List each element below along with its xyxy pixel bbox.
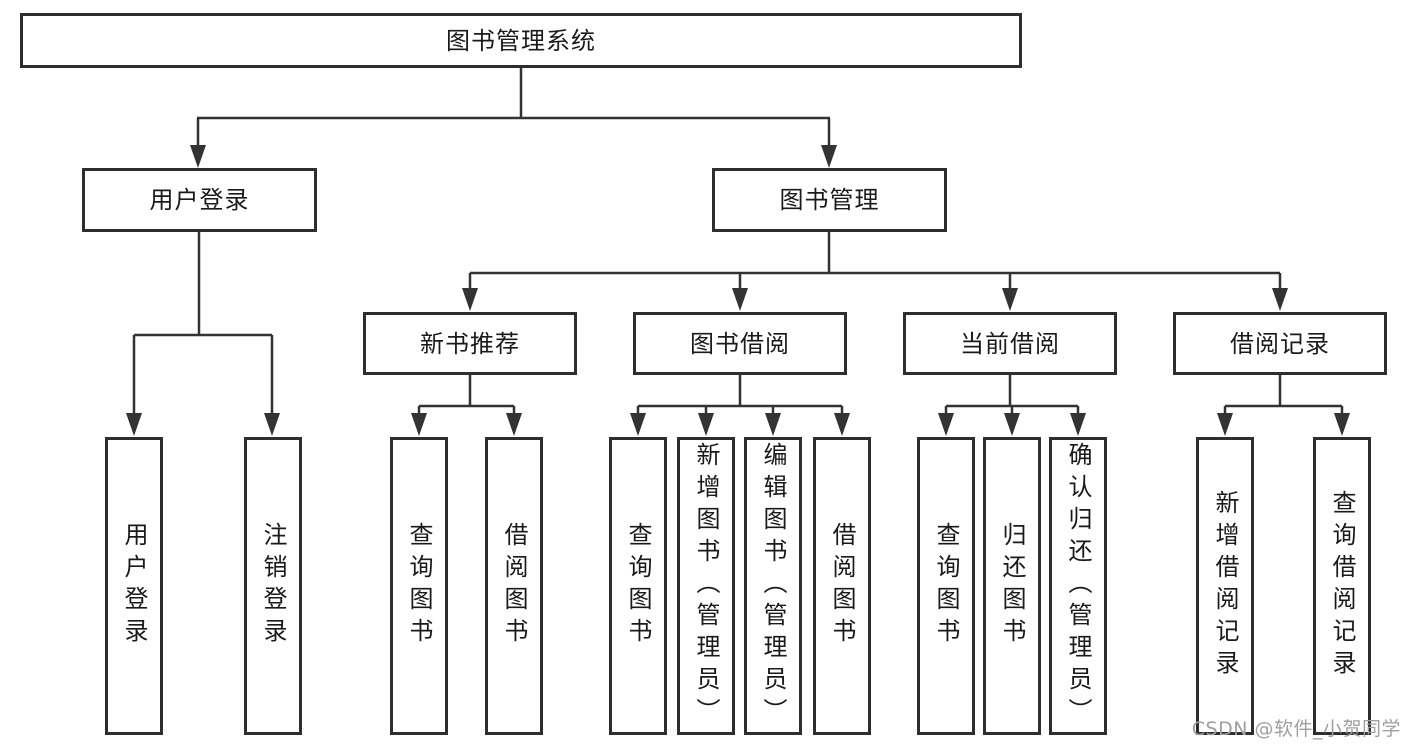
leaf-query-books-borrow: 查询图书 (609, 437, 667, 735)
arrow-down-icon (1217, 413, 1233, 436)
arrow-down-icon (765, 413, 781, 436)
leaf-label: 编辑图书（管理员） (759, 442, 787, 730)
arrow-down-icon (190, 145, 206, 168)
node-book-borrowing: 图书借阅 (633, 312, 847, 375)
leaf-query-books-recommend: 查询图书 (390, 437, 448, 735)
leaf-label: 查询图书 (932, 522, 960, 650)
node-new-book-recommend: 新书推荐 (363, 312, 577, 375)
arrow-down-icon (506, 413, 522, 436)
arrow-down-icon (1272, 288, 1288, 311)
leaf-logout: 注销登录 (244, 437, 302, 735)
leaf-label: 借阅图书 (500, 522, 528, 650)
node-label: 新书推荐 (420, 329, 520, 358)
node-borrowing-records: 借阅记录 (1173, 312, 1387, 375)
node-book-management: 图书管理 (712, 168, 947, 232)
arrow-down-icon (411, 413, 427, 436)
node-label: 当前借阅 (960, 329, 1060, 358)
node-label: 借阅记录 (1230, 329, 1330, 358)
leaf-confirm-return-admin: 确认归还（管理员） (1049, 437, 1107, 735)
arrow-down-icon (1002, 288, 1018, 311)
arrow-down-icon (1070, 413, 1086, 436)
leaf-label: 确认归还（管理员） (1064, 442, 1092, 730)
arrow-down-icon (698, 413, 714, 436)
leaf-label: 查询图书 (624, 522, 652, 650)
arrow-down-icon (834, 413, 850, 436)
leaf-label: 归还图书 (998, 522, 1026, 650)
arrow-down-icon (938, 413, 954, 436)
node-label: 图书管理 (779, 186, 880, 214)
leaf-borrow-books-recommend: 借阅图书 (485, 437, 543, 735)
leaf-label: 查询图书 (405, 522, 433, 650)
node-label: 图书管理系统 (446, 26, 596, 55)
leaf-user-login: 用户登录 (105, 437, 163, 735)
arrow-down-icon (630, 413, 646, 436)
node-label: 图书借阅 (690, 329, 790, 358)
leaf-label: 新增图书（管理员） (692, 442, 720, 730)
arrow-down-icon (126, 413, 142, 436)
arrow-down-icon (821, 145, 837, 168)
leaf-query-books-current: 查询图书 (917, 437, 975, 735)
node-current-borrowing: 当前借阅 (903, 312, 1117, 375)
leaf-label: 借阅图书 (828, 522, 856, 650)
leaf-borrow-books: 借阅图书 (813, 437, 871, 735)
arrow-down-icon (732, 288, 748, 311)
leaf-return-books: 归还图书 (983, 437, 1041, 735)
arrow-down-icon (264, 413, 280, 436)
leaf-edit-books-admin: 编辑图书（管理员） (744, 437, 802, 735)
leaf-label: 新增借阅记录 (1211, 490, 1239, 682)
arrow-down-icon (1334, 413, 1350, 436)
node-root-system: 图书管理系统 (20, 13, 1022, 68)
node-label: 用户登录 (149, 186, 250, 214)
leaf-label: 查询借阅记录 (1328, 490, 1356, 682)
leaf-label: 注销登录 (259, 522, 287, 650)
arrow-down-icon (1004, 413, 1020, 436)
leaf-add-books-admin: 新增图书（管理员） (677, 437, 735, 735)
csdn-watermark: CSDN @软件_小贺同学 (1191, 718, 1401, 740)
leaf-label: 用户登录 (120, 522, 148, 650)
leaf-add-borrow-record: 新增借阅记录 (1196, 437, 1254, 735)
arrow-down-icon (462, 288, 478, 311)
node-user-login: 用户登录 (82, 168, 317, 232)
leaf-query-borrow-record: 查询借阅记录 (1313, 437, 1371, 735)
